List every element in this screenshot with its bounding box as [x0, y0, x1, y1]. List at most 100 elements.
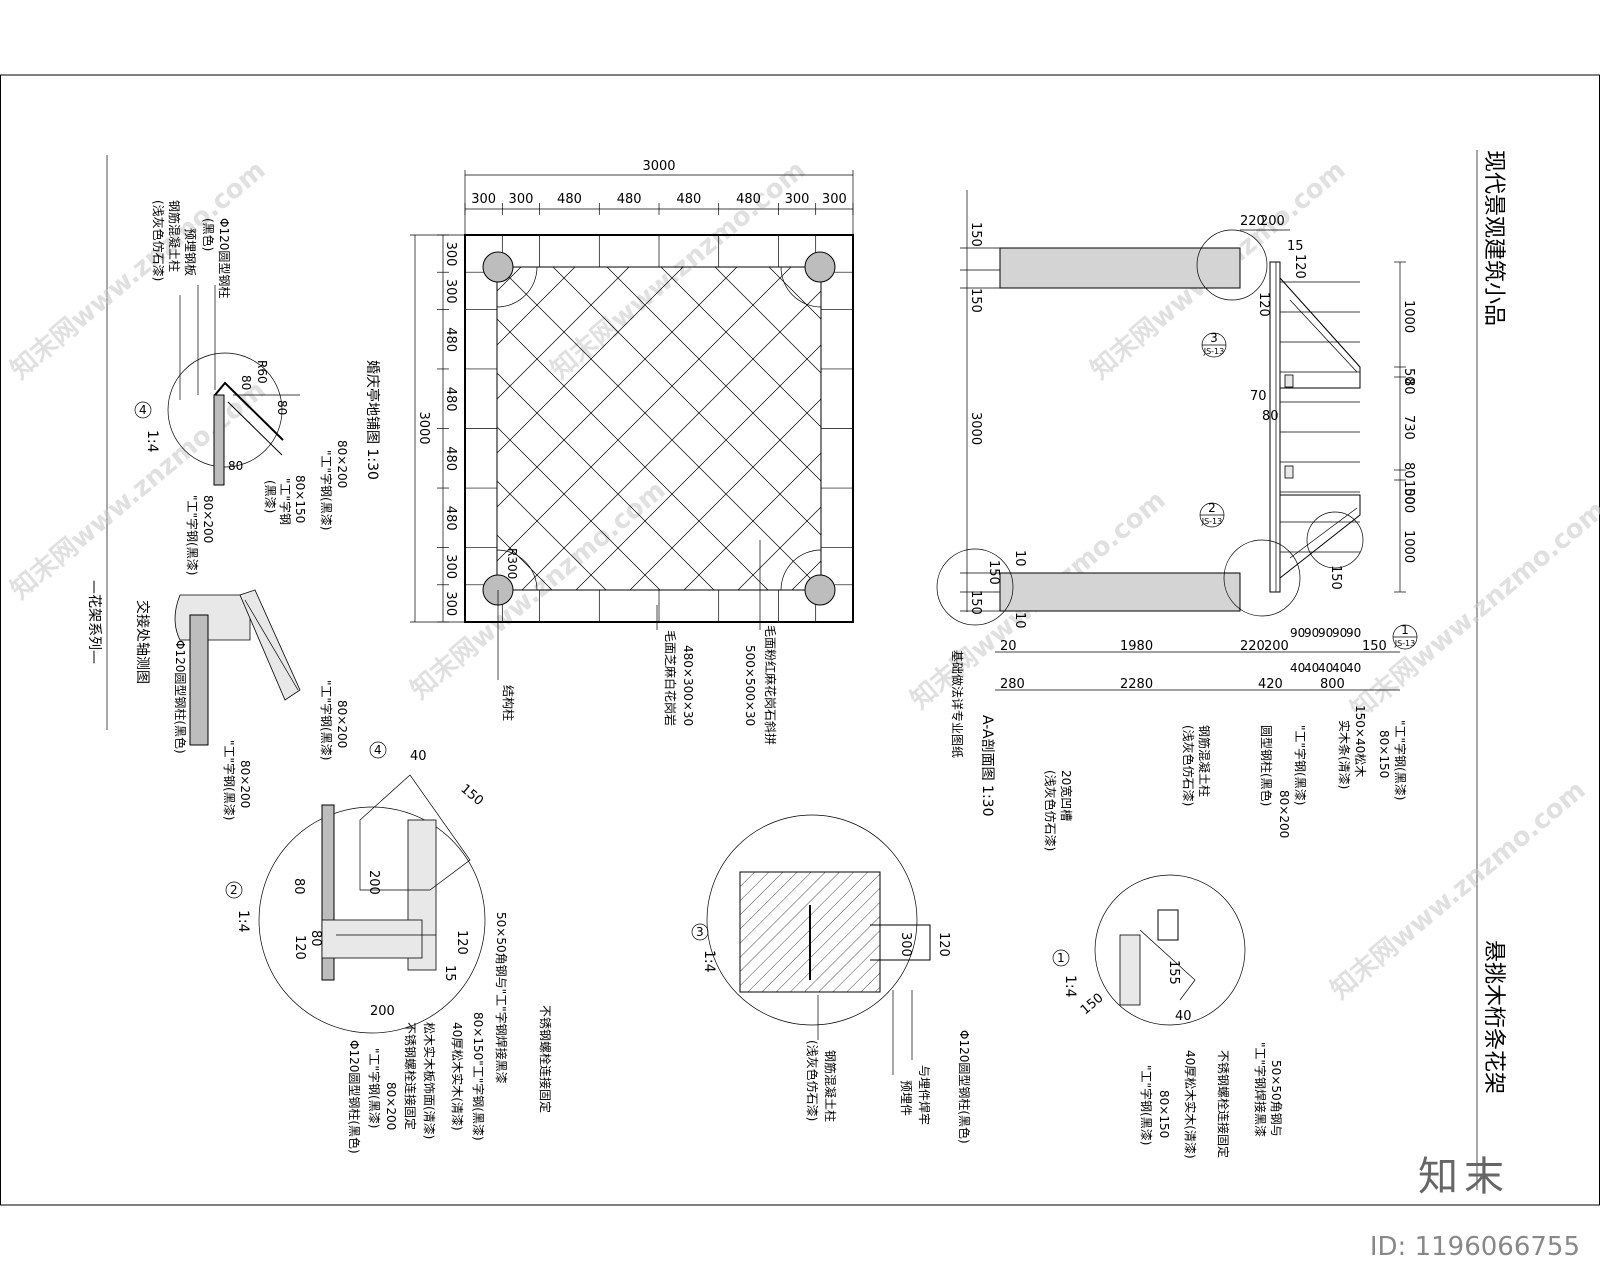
section-right-dim-value: 50	[1401, 368, 1416, 385]
svg-text:"工"字钢(黑漆): "工"字钢(黑漆)	[1139, 1065, 1154, 1145]
section-callout-2: 2 JS-13	[1199, 501, 1225, 528]
plan-tile-joint	[629, 398, 821, 590]
section-callout-3: 3 JS-13	[1201, 331, 1227, 358]
plan-left-dim-value: 300	[443, 279, 458, 304]
svg-text:120: 120	[1256, 292, 1271, 317]
svg-text:1:4: 1:4	[701, 950, 717, 973]
svg-text:800: 800	[1320, 677, 1345, 692]
series-label: —花架系列—	[86, 580, 102, 664]
svg-text:150: 150	[968, 222, 983, 247]
svg-text:80×150: 80×150	[1157, 1090, 1171, 1138]
svg-text:80×200: 80×200	[384, 1082, 398, 1130]
svg-text:150: 150	[968, 590, 983, 615]
plan-tile-joint	[67, 267, 467, 667]
section-right-dim-value: 80	[1401, 462, 1416, 479]
svg-text:200: 200	[370, 1004, 395, 1019]
plan-left-dim-value: 480	[443, 506, 458, 531]
svg-text:80×200: 80×200	[335, 700, 349, 748]
svg-text:"工"字钢: "工"字钢	[278, 478, 293, 525]
svg-text:220: 220	[1240, 214, 1265, 229]
svg-text:(浅灰色仿石漆): (浅灰色仿石漆)	[1181, 725, 1195, 806]
svg-text:4: 4	[374, 743, 382, 757]
svg-text:40厚松木实木(清漆): 40厚松木实木(清漆)	[450, 1022, 465, 1131]
svg-text:不锈钢螺栓连接固定: 不锈钢螺栓连接固定	[538, 1005, 553, 1113]
svg-text:3000: 3000	[968, 412, 983, 445]
svg-text:1:4: 1:4	[1062, 975, 1078, 998]
svg-text:预埋件: 预埋件	[899, 1080, 913, 1116]
plan-corner-arc-br	[780, 549, 822, 591]
svg-text:1: 1	[1057, 951, 1065, 965]
svg-text:1980: 1980	[1120, 639, 1153, 654]
section-slat-block	[1284, 374, 1294, 388]
svg-text:90: 90	[1346, 626, 1361, 640]
axon-title: 交接处轴测图	[134, 600, 151, 684]
section-title: A-A剖面图 1:30	[979, 715, 995, 816]
svg-text:圆型钢柱(黑色): 圆型钢柱(黑色)	[1259, 725, 1274, 806]
svg-text:40: 40	[410, 749, 427, 764]
svg-text:150×40松木: 150×40松木	[1353, 705, 1367, 777]
svg-text:120: 120	[1292, 254, 1307, 279]
plan-tile-joint	[67, 267, 467, 667]
section-callout-1: 1 JS-13	[1392, 623, 1418, 650]
svg-text:基础做法详专业图纸: 基础做法详专业图纸	[950, 650, 965, 758]
svg-text:"工"字钢(黑漆): "工"字钢(黑漆)	[222, 740, 237, 820]
svg-text:80×200: 80×200	[335, 440, 349, 488]
svg-text:90: 90	[1304, 626, 1319, 640]
section-concrete-column-top	[999, 247, 1241, 289]
svg-text:Φ120圆型钢柱(黑色): Φ120圆型钢柱(黑色)	[347, 1040, 362, 1154]
svg-text:80: 80	[239, 375, 253, 390]
plan-column-br	[804, 574, 836, 606]
svg-text:1:4: 1:4	[144, 430, 160, 453]
section-right-dim-value: 80	[1401, 378, 1416, 395]
svg-text:150: 150	[986, 560, 1001, 585]
detail-3: 120 300 3 1:4 Φ120圆型钢柱(黑色) 与埋件焊牢 预埋件 钢筋混…	[691, 814, 972, 1144]
section-aa: 3 JS-13 2 JS-13 1 JS-13 150 150 3000 150…	[936, 190, 1418, 851]
section-beam-lower	[1279, 494, 1361, 579]
svg-text:20: 20	[1000, 639, 1017, 654]
svg-text:80: 80	[1262, 409, 1279, 424]
svg-text:Φ120圆型钢柱: Φ120圆型钢柱	[217, 218, 232, 298]
plan-title: 婚庆亭地铺图 1:30	[364, 360, 381, 480]
section-wood-slats	[1280, 281, 1360, 553]
svg-text:(黑漆): (黑漆)	[263, 480, 277, 513]
svg-text:JS-13: JS-13	[1203, 347, 1225, 356]
section-concrete-column-bottom	[999, 572, 1241, 612]
svg-text:"工"字钢(黑漆): "工"字钢(黑漆)	[1393, 720, 1408, 800]
section-right-dim-value: 1000	[1401, 480, 1416, 513]
svg-text:80: 80	[291, 878, 306, 895]
svg-text:120: 120	[936, 932, 951, 957]
plan-left-dim-value: 480	[443, 446, 458, 471]
svg-text:钢筋混凝土柱: 钢筋混凝土柱	[1197, 725, 1212, 797]
svg-text:10: 10	[1012, 550, 1027, 567]
plan-corner-arc-tl	[496, 266, 538, 308]
plan-tile-joint	[683, 452, 821, 590]
plan-tile-joint	[497, 267, 792, 562]
plan-top-dim-value: 480	[617, 192, 642, 207]
plan-top-dim-value: 300	[822, 192, 847, 207]
svg-text:JS-13: JS-13	[1201, 517, 1223, 526]
svg-text:4: 4	[139, 403, 147, 417]
plan-border-tiles	[464, 234, 853, 622]
sheet-title-bottom: 悬挑木桁条花架	[1481, 940, 1506, 1094]
plan-left-dim-value: 300	[443, 591, 458, 616]
svg-text:"工"字钢(黑漆): "工"字钢(黑漆)	[1293, 725, 1308, 805]
svg-text:80: 80	[228, 459, 243, 473]
svg-text:150: 150	[1328, 565, 1343, 590]
svg-text:155: 155	[1166, 960, 1181, 985]
plan-tile-joint	[575, 344, 821, 590]
plan-note-structural-column: 结构柱	[501, 685, 516, 721]
svg-text:80×150"工"字钢(黑漆): 80×150"工"字钢(黑漆)	[471, 1012, 486, 1141]
svg-text:15: 15	[442, 965, 457, 982]
plan-left-dim-value: 480	[443, 387, 458, 412]
svg-text:150: 150	[1078, 991, 1107, 1018]
detail-1: 155 40 150 1 1:4 50×50角钢与 "工"字钢焊接黑漆 不锈钢螺…	[1052, 874, 1283, 1159]
svg-text:80×200: 80×200	[1277, 790, 1291, 838]
svg-text:50×50角钢与: 50×50角钢与	[1269, 1060, 1283, 1137]
svg-text:JS-13: JS-13	[1394, 639, 1416, 648]
svg-text:不锈钢螺栓连接固定: 不锈钢螺栓连接固定	[403, 1022, 418, 1130]
plan-left-dim-value: 480	[443, 327, 458, 352]
section-callout-circle-bottom	[1223, 539, 1301, 617]
section-slat-block	[1284, 465, 1294, 479]
